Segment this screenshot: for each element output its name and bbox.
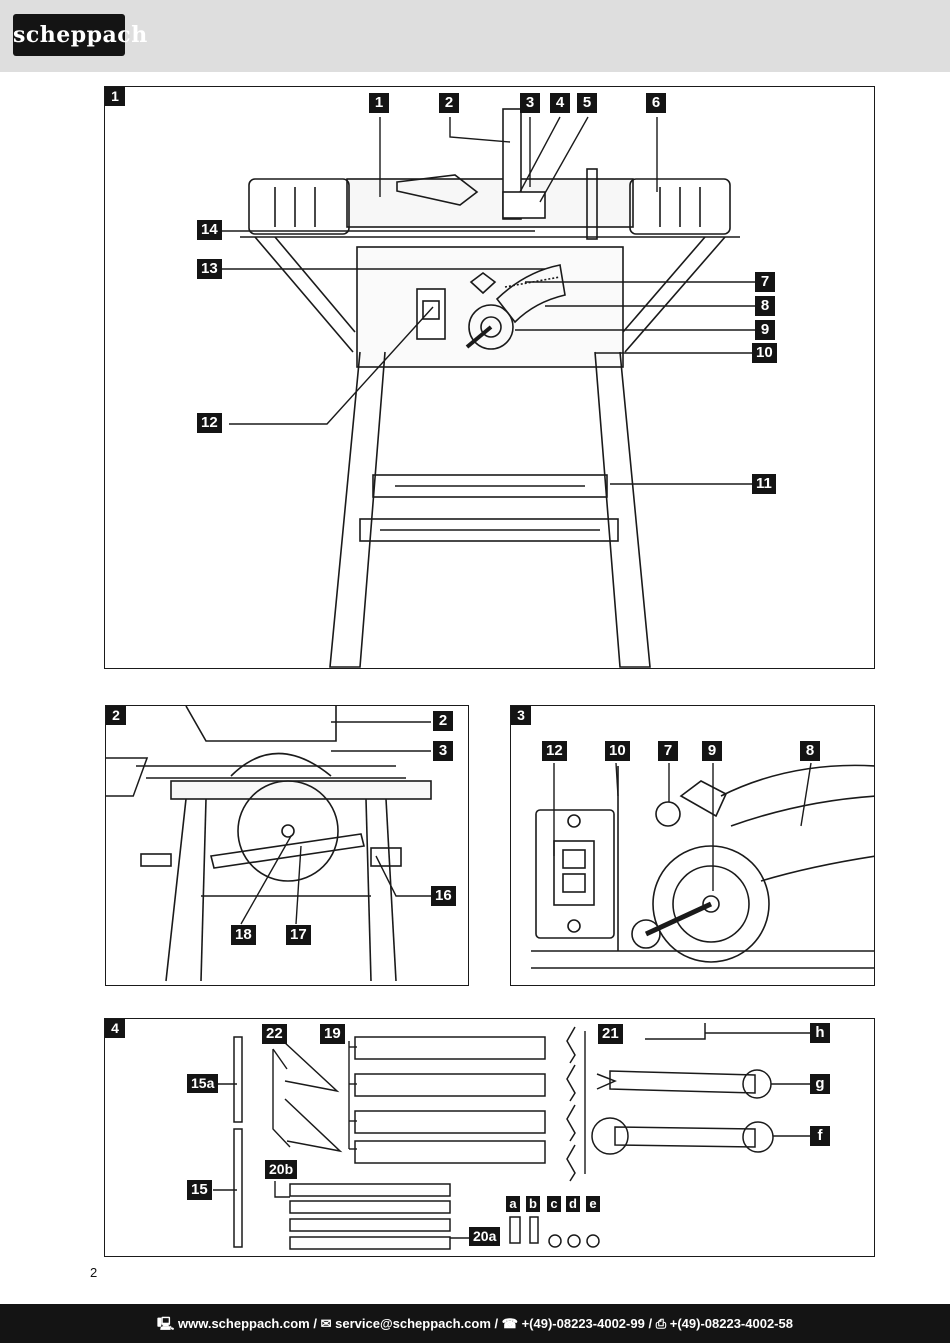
controls-detail-drawing — [531, 762, 874, 969]
callout-7: 7 — [658, 741, 678, 761]
callout-2: 2 — [439, 93, 459, 113]
footer-separator: / — [494, 1316, 499, 1331]
footer-email[interactable]: service@scheppach.com — [335, 1316, 491, 1331]
figure-3-number: 3 — [511, 706, 531, 725]
callout-11: 11 — [752, 474, 776, 494]
callout-17: 17 — [286, 925, 311, 945]
footer-fax: +(49)-08223-4002-58 — [669, 1316, 793, 1331]
callout-h: h — [810, 1023, 830, 1043]
callout-21: 21 — [598, 1024, 623, 1044]
callout-b: b — [526, 1196, 540, 1212]
callout-13: 13 — [197, 259, 222, 279]
callout-15a: 15a — [187, 1074, 219, 1093]
figure-2-number: 2 — [106, 706, 126, 725]
callout-1: 1 — [369, 93, 389, 113]
callout-9: 9 — [702, 741, 722, 761]
callout-20b: 20b — [265, 1160, 298, 1179]
callout-10: 10 — [605, 741, 630, 761]
callout-e: e — [586, 1196, 600, 1212]
fax-icon: ⎙ — [655, 1316, 667, 1331]
callout-f: f — [810, 1126, 830, 1146]
callout-c: c — [547, 1196, 561, 1212]
callout-5: 5 — [577, 93, 597, 113]
callout-3: 3 — [433, 741, 453, 761]
scheppach-logo: scheppach — [13, 14, 147, 56]
callout-8: 8 — [800, 741, 820, 761]
callout-16: 16 — [431, 886, 456, 906]
callout-6: 6 — [646, 93, 666, 113]
figure-4-number: 4 — [105, 1019, 125, 1038]
footer-phone: +(49)-08223-4002-99 — [521, 1316, 645, 1331]
accessories-drawing — [213, 1023, 811, 1250]
computer-icon: 🖳 — [157, 1316, 175, 1331]
mail-icon: ✉ — [320, 1316, 332, 1331]
callout-2: 2 — [433, 711, 453, 731]
table-saw-front-view-drawing — [219, 108, 757, 668]
callout-4: 4 — [550, 93, 570, 113]
figure-3-panel: 3 12 10 7 9 8 — [510, 705, 875, 986]
footer-band: 🖳 www.scheppach.com / ✉ service@scheppac… — [0, 1304, 950, 1343]
callout-15: 15 — [187, 1180, 212, 1200]
footer-separator: / — [313, 1316, 317, 1331]
phone-icon: ☎ — [501, 1316, 518, 1331]
callout-12: 12 — [197, 413, 222, 433]
callout-12: 12 — [542, 741, 567, 761]
figure-2-panel: 2 2 3 16 18 17 — [105, 705, 469, 986]
figure-1-number: 1 — [105, 87, 125, 106]
callout-22: 22 — [262, 1024, 287, 1044]
page-number: 2 — [90, 1265, 98, 1280]
callout-8: 8 — [755, 296, 775, 316]
table-saw-side-view-drawing — [106, 706, 432, 982]
footer-separator: / — [648, 1316, 653, 1331]
callout-18: 18 — [231, 925, 256, 945]
figure-4-panel: 4 22 19 21 h 15a g f 20b 15 a b c d e 20… — [104, 1018, 875, 1257]
callout-20a: 20a — [469, 1227, 501, 1246]
callout-9: 9 — [755, 320, 775, 340]
callout-19: 19 — [320, 1024, 345, 1044]
figure-1-panel: 1 1 2 3 4 5 6 14 13 7 8 9 10 12 11 — [104, 86, 875, 669]
callout-d: d — [566, 1196, 580, 1212]
callout-14: 14 — [197, 220, 222, 240]
callout-10: 10 — [752, 343, 777, 363]
callout-g: g — [810, 1074, 830, 1094]
footer-website[interactable]: www.scheppach.com — [177, 1316, 310, 1331]
header-band: scheppach — [0, 0, 950, 72]
callout-7: 7 — [755, 272, 775, 292]
callout-a: a — [506, 1196, 520, 1212]
callout-3: 3 — [520, 93, 540, 113]
